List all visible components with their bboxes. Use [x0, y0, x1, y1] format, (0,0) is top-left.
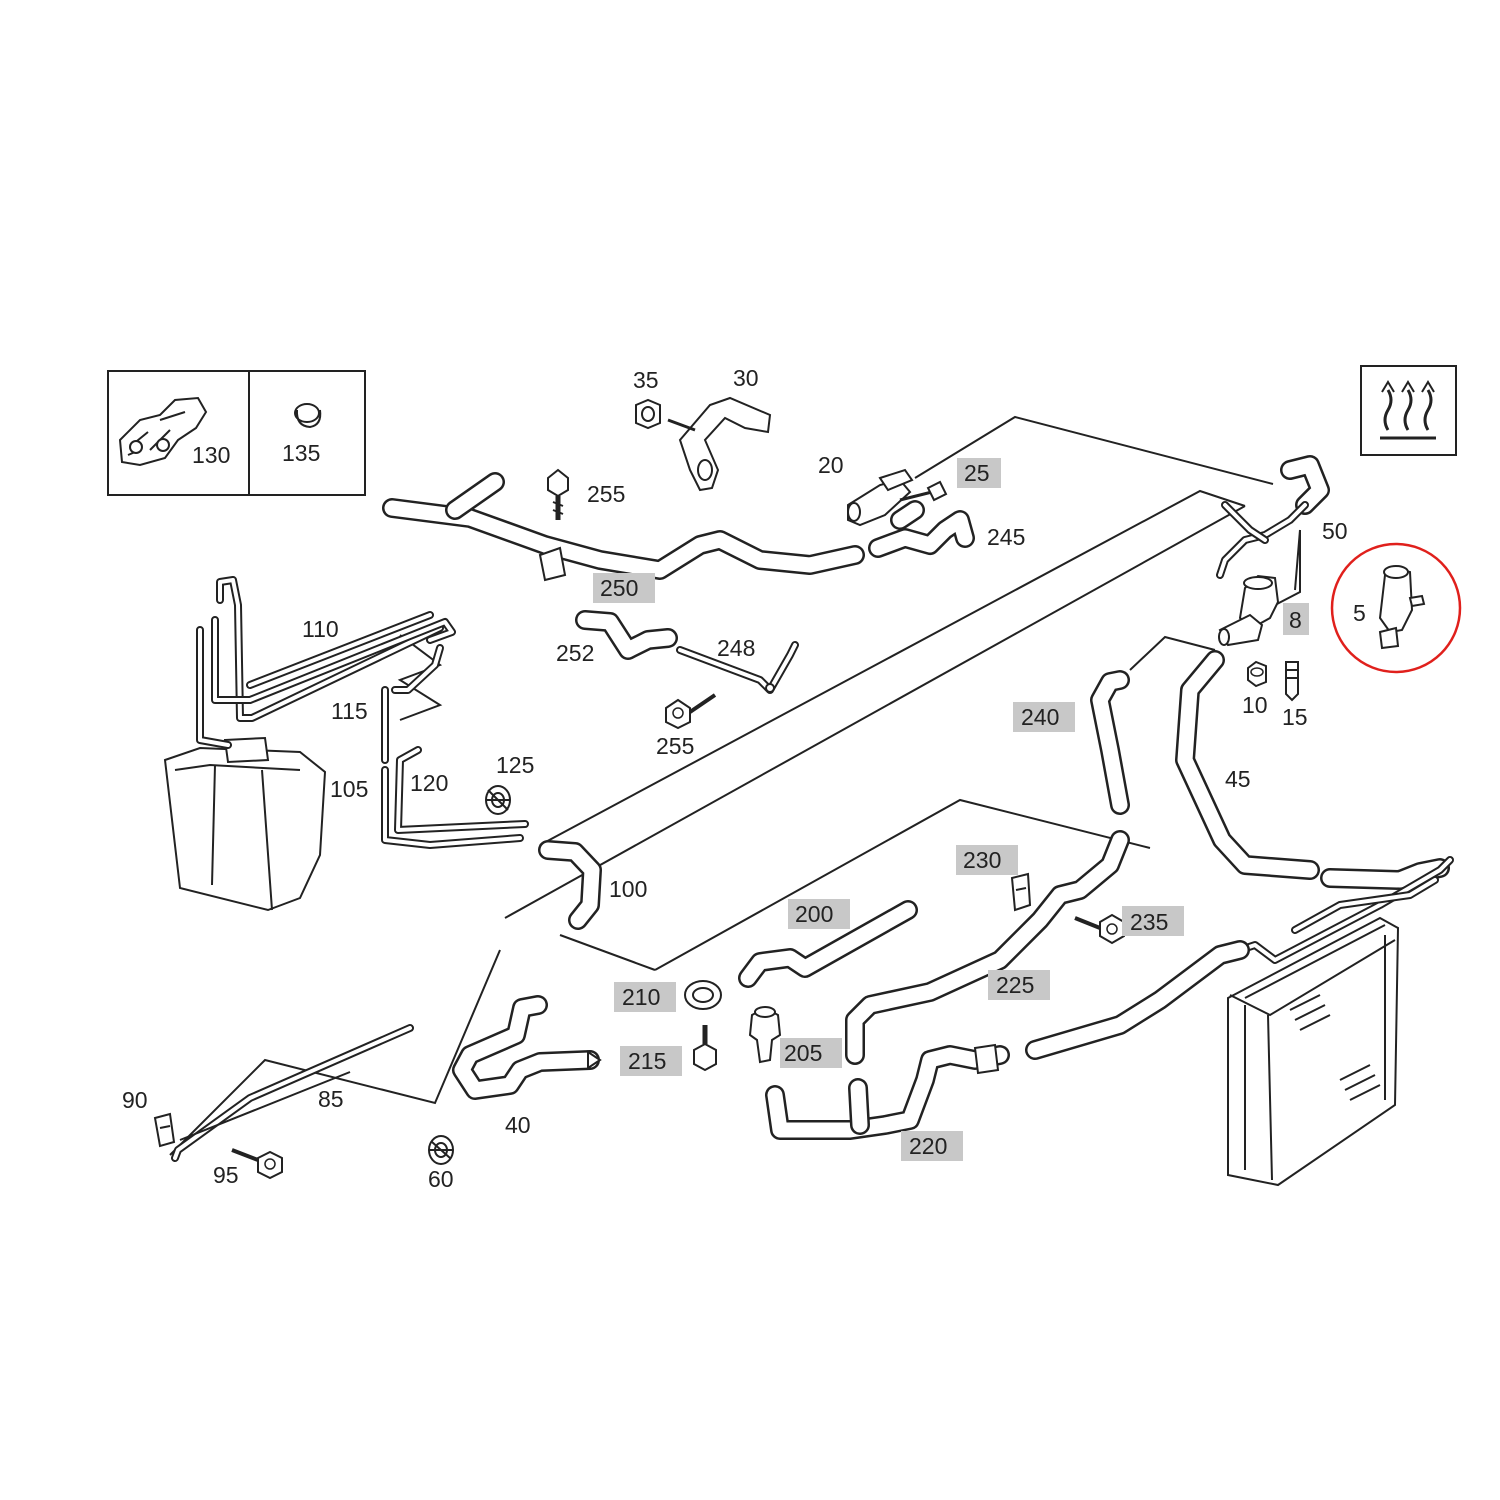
label-85: 85: [318, 1086, 344, 1112]
label-8: 8: [1289, 607, 1302, 633]
label-250: 250: [600, 575, 638, 601]
label-45: 45: [1225, 766, 1251, 792]
label-230: 230: [963, 847, 1001, 873]
label-125: 125: [496, 752, 534, 778]
selected-part-5[interactable]: [1330, 542, 1462, 674]
label-245: 245: [987, 524, 1025, 550]
screw-part-255-lower[interactable]: [665, 693, 717, 730]
connector-part-25[interactable]: [926, 480, 948, 502]
grommet-part-60[interactable]: [428, 1135, 454, 1165]
label-225: 225: [996, 972, 1034, 998]
label-135: 135: [282, 440, 320, 466]
valve-part-205[interactable]: [748, 1006, 782, 1064]
nut-part-10[interactable]: [1247, 660, 1267, 688]
valve-part-20[interactable]: [847, 468, 941, 527]
bracket-part-30[interactable]: [667, 396, 772, 492]
label-205: 205: [784, 1040, 822, 1066]
label-30: 30: [733, 365, 759, 391]
label-40: 40: [505, 1112, 531, 1138]
screw-part-215[interactable]: [693, 1025, 717, 1072]
label-90: 90: [122, 1087, 148, 1113]
label-130: 130: [192, 442, 230, 468]
nut-part-35[interactable]: [635, 398, 661, 430]
pipe-part-120[interactable]: [381, 746, 529, 849]
hose-part-225[interactable]: [845, 830, 1130, 1065]
label-252: 252: [556, 640, 594, 666]
heating-symbol-icon: [1380, 380, 1436, 440]
label-200: 200: [795, 901, 833, 927]
label-60: 60: [428, 1166, 454, 1192]
inset-box[interactable]: [107, 370, 366, 496]
label-95: 95: [213, 1162, 239, 1188]
guide-lines: [169, 415, 1301, 1156]
screw-part-95[interactable]: [231, 1148, 283, 1180]
label-100: 100: [609, 876, 647, 902]
label-highlights: [593, 458, 1309, 1161]
hose-part-40[interactable]: [452, 995, 602, 1100]
label-15: 15: [1282, 704, 1308, 730]
pipe-part-50[interactable]: [1216, 455, 1330, 579]
label-235: 235: [1130, 909, 1168, 935]
label-210: 210: [622, 984, 660, 1010]
label-110: 110: [302, 616, 339, 642]
label-35: 35: [633, 367, 659, 393]
valve-part-8[interactable]: [1218, 574, 1280, 647]
label-25: 25: [964, 460, 990, 486]
clip-part-90[interactable]: [153, 1112, 176, 1148]
label-115: 115: [331, 698, 368, 724]
grommet-part-125[interactable]: [485, 785, 511, 815]
heating-symbol-box: [1360, 365, 1457, 456]
pipe-part-115[interactable]: [381, 644, 444, 764]
label-20: 20: [818, 452, 844, 478]
hose-part-250[interactable]: [382, 472, 865, 582]
screw-part-235[interactable]: [1074, 913, 1125, 945]
label-5: 5: [1353, 600, 1366, 626]
label-255-top: 255: [587, 481, 625, 507]
hose-part-45[interactable]: [1175, 650, 1450, 890]
clip-part-230[interactable]: [1010, 872, 1032, 912]
screw-part-255-top[interactable]: [547, 468, 569, 520]
label-10: 10: [1242, 692, 1268, 718]
tank-part-105[interactable]: [163, 736, 327, 912]
hose-part-245[interactable]: [868, 500, 975, 558]
clip-part-130[interactable]: [118, 396, 208, 467]
hose-part-200[interactable]: [738, 900, 918, 988]
pipe-part-248[interactable]: [676, 641, 799, 694]
pipe-part-85[interactable]: [171, 1024, 414, 1162]
sensor-part-15[interactable]: [1285, 661, 1299, 702]
part-labels: 130 135 35 30 20 25 255 245 50 5 8 250 2…: [122, 365, 1366, 1192]
label-120: 120: [410, 770, 448, 796]
clamp-part-135[interactable]: [294, 403, 322, 429]
label-50: 50: [1322, 518, 1348, 544]
label-248: 248: [717, 635, 755, 661]
hose-part-240[interactable]: [1090, 670, 1130, 815]
heater-core-radiator[interactable]: [1227, 856, 1454, 1187]
selection-circle: [1330, 542, 1462, 674]
grommet-part-210[interactable]: [684, 980, 722, 1010]
hose-part-100[interactable]: [538, 840, 602, 930]
label-220: 220: [909, 1133, 947, 1159]
hose-part-252[interactable]: [575, 610, 678, 660]
pipe-part-110[interactable]: [196, 576, 456, 749]
label-105: 105: [330, 776, 368, 802]
hose-part-220[interactable]: [765, 940, 1250, 1140]
label-255-lower: 255: [656, 733, 694, 759]
label-240: 240: [1021, 704, 1059, 730]
label-215: 215: [628, 1048, 666, 1074]
